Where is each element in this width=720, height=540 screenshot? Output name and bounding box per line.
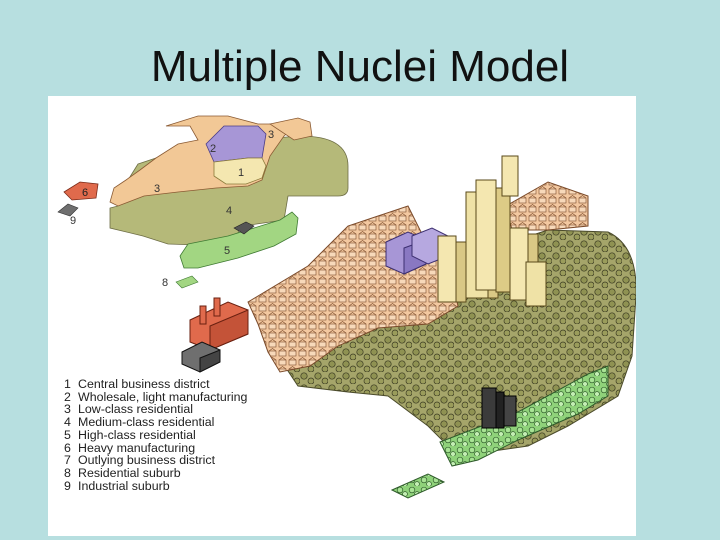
legend-item: 9 Industrial suburb [64, 478, 247, 493]
heavy-manufacturing-factory [189, 297, 249, 351]
zone-map: 1 2 3 3 4 5 6 8 9 [57, 115, 349, 289]
legend-item: 2 Wholesale, light manufacturing [64, 389, 248, 404]
legend-number: 4 [64, 415, 71, 430]
legend-label: Medium-class residential [78, 415, 215, 430]
legend-number: 2 [64, 389, 71, 404]
model-figure: 1 2 3 3 4 5 6 8 9 [48, 96, 636, 536]
legend-label: Industrial suburb [78, 478, 170, 493]
industrial-suburb-blocks [181, 341, 221, 373]
legend-label: Residential suburb [78, 465, 181, 480]
legend-number: 8 [64, 465, 71, 480]
city-illustration: 1 2 3 3 4 5 6 8 9 [57, 115, 636, 499]
legend-item: 7 Outlying business district [64, 454, 247, 467]
map-label-8: 8 [162, 277, 168, 289]
map-label-3-east: 3 [268, 129, 274, 141]
legend-number: 7 [64, 453, 71, 468]
legend: 1 Central business district 2 Wholesale, l… [64, 378, 247, 492]
zone-3-low-class-east [268, 117, 313, 141]
zone-1-cbd [213, 157, 267, 185]
legend-number: 5 [64, 427, 71, 442]
legend-number: 1 [64, 377, 71, 391]
legend-item: 3 Low-class residential [64, 403, 247, 416]
legend-number: 6 [64, 440, 71, 455]
legend-item: 8 Residential suburb [64, 467, 247, 480]
wholesale-buildings [385, 227, 449, 275]
map-label-1: 1 [238, 167, 244, 179]
zone-6-heavy-mfg [63, 181, 99, 201]
legend-item: 5 High-class residential [64, 427, 247, 442]
map-label-2: 2 [210, 143, 216, 155]
legend-item: 4 Medium-class residential [64, 416, 247, 429]
zone-5-high-class [179, 211, 299, 269]
outlying-business-district [481, 387, 517, 429]
legend-label: High-class residential [78, 427, 196, 442]
legend-label: Central business district [78, 377, 210, 391]
legend-number: 9 [64, 478, 71, 493]
legend-item: 1 Central business district [64, 378, 247, 391]
zone-9-industrial-suburb [57, 203, 79, 217]
legend-label: Outlying business district [78, 453, 216, 468]
legend-label: Heavy manufacturing [78, 440, 196, 455]
map-label-4: 4 [226, 205, 232, 217]
high-class-green-strip [439, 365, 609, 467]
isometric-city [181, 155, 636, 499]
map-label-3-west: 3 [154, 183, 160, 195]
legend-item: 6 Heavy manufacturing [64, 440, 247, 455]
legend-label: Wholesale, light manufacturing [78, 389, 248, 404]
legend-label: Low-class residential [78, 402, 194, 417]
map-label-9: 9 [70, 215, 76, 227]
legend-number: 3 [64, 402, 71, 417]
residential-suburb-patch [390, 473, 446, 499]
map-label-6: 6 [82, 187, 88, 199]
zone-8-residential-suburb [175, 275, 199, 289]
cbd-skyscrapers [437, 155, 547, 307]
zone-7-outlying-business [233, 221, 255, 235]
map-label-5: 5 [224, 245, 230, 257]
slide-title: Multiple Nuclei Model [150, 42, 570, 91]
